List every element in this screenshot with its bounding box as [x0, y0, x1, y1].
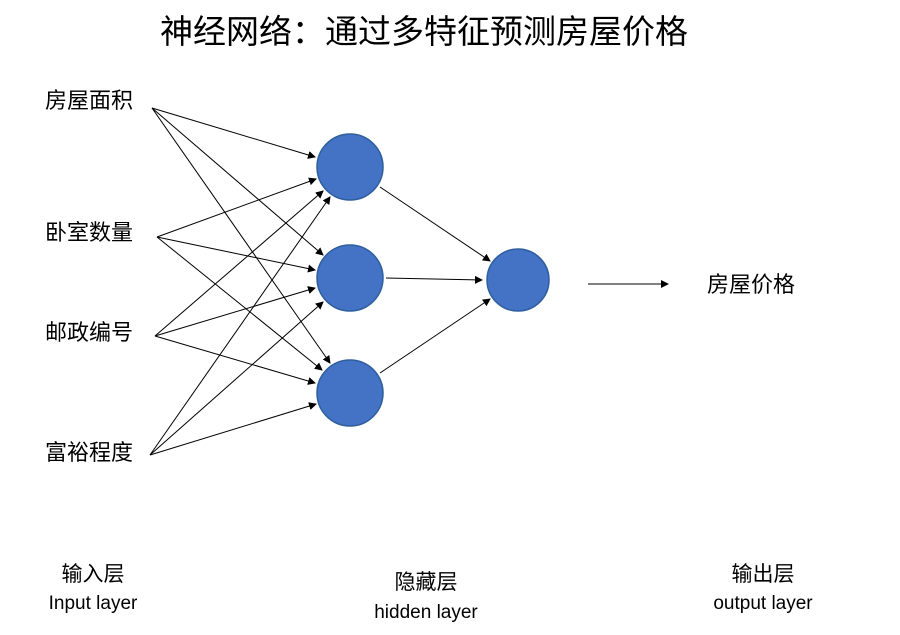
- edge-i1-h3: [151, 107, 331, 364]
- edge-i3-h3: [154, 335, 316, 385]
- hidden-node-3: [316, 359, 384, 427]
- caption-hidden-layer-zh: 隐藏层: [395, 571, 458, 594]
- input-label-zip-code: 邮政编号: [45, 320, 133, 345]
- edge-h2-o1: [385, 275, 483, 284]
- hidden-layer-nodes: [316, 133, 384, 427]
- input-label-house-area: 房屋面积: [45, 88, 133, 113]
- edge-i2-h1: [156, 177, 317, 238]
- hidden-node-2: [316, 244, 384, 312]
- caption-output-layer-en: output layer: [713, 593, 813, 614]
- input-layer-labels: 房屋面积 卧室数量 邮政编号 富裕程度: [45, 88, 133, 465]
- caption-output-layer-zh: 输出层: [732, 563, 795, 586]
- caption-input-layer-zh: 输入层: [62, 563, 125, 586]
- edge-i3-h2: [154, 286, 316, 337]
- hidden-to-output-edges: [379, 186, 491, 374]
- edge-i2-h2: [156, 236, 316, 273]
- input-to-hidden-edges: [149, 107, 331, 456]
- hidden-node-1: [316, 133, 384, 201]
- edge-h1-o1: [379, 186, 491, 262]
- caption-hidden-layer-en: hidden layer: [374, 602, 478, 623]
- edge-i4-h2: [149, 301, 324, 456]
- edge-h3-o1: [379, 298, 491, 374]
- edge-i4-h3: [149, 402, 317, 456]
- edge-i1-h2: [151, 107, 324, 256]
- caption-input-layer-en: Input layer: [49, 593, 138, 614]
- input-label-wealth-level: 富裕程度: [45, 440, 133, 465]
- output-result-label: 房屋价格: [707, 272, 795, 297]
- layer-captions: 输入层 Input layer 隐藏层 hidden layer 输出层 out…: [49, 563, 814, 623]
- edge-i1-h1: [151, 107, 316, 159]
- edge-i3-h1: [154, 190, 324, 337]
- input-label-bedroom-count: 卧室数量: [45, 220, 133, 245]
- edge-i2-h3: [156, 236, 323, 371]
- edge-i4-h1: [149, 196, 331, 456]
- output-node: [486, 248, 550, 312]
- diagram-title: 神经网络：通过多特征预测房屋价格: [160, 13, 688, 50]
